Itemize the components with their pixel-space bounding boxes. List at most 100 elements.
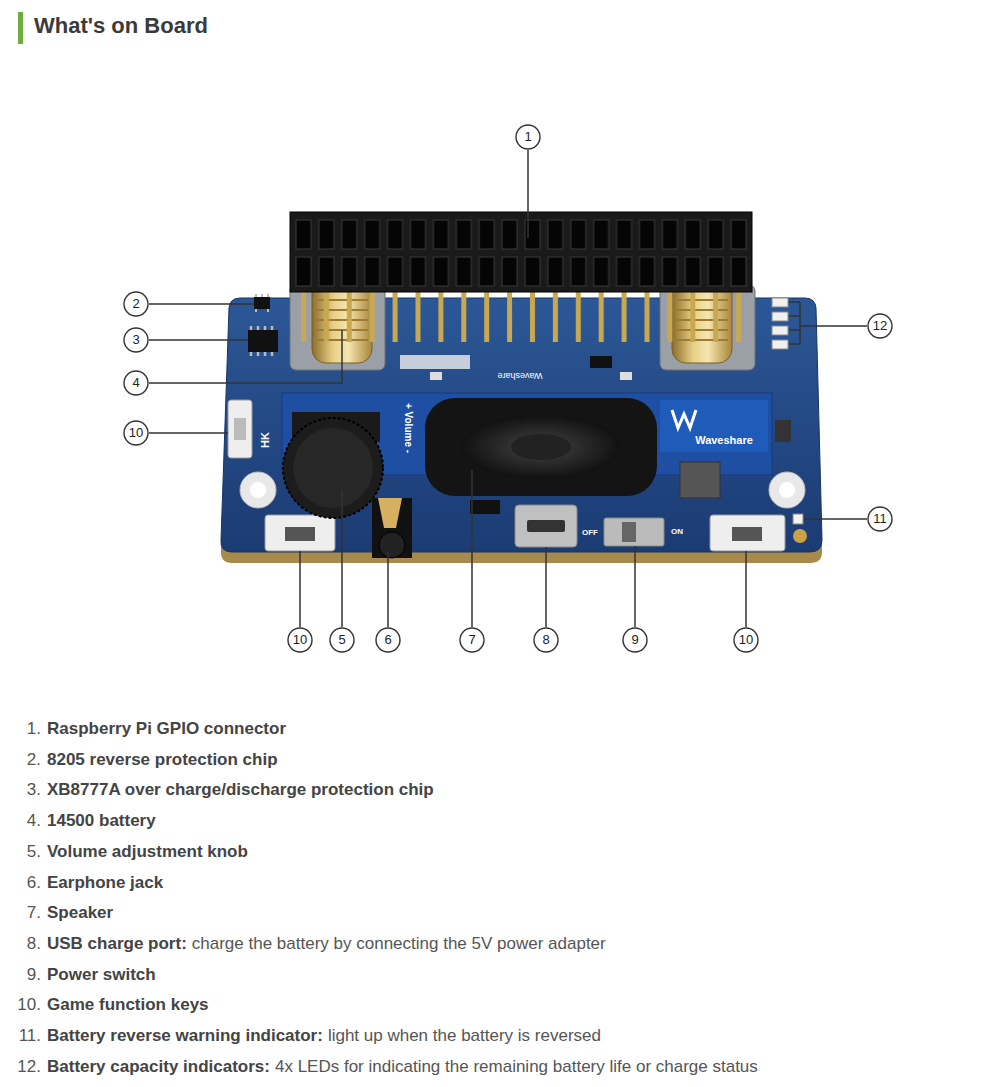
silk-box xyxy=(400,355,470,369)
gold-pad xyxy=(793,529,807,543)
list-item: 3.XB8777A over charge/discharge protecti… xyxy=(0,779,434,801)
leader-line xyxy=(149,303,254,305)
list-number: 9. xyxy=(0,964,41,986)
logo-mark xyxy=(672,410,696,428)
gpio-connector xyxy=(290,212,752,350)
leader-line xyxy=(745,551,747,627)
list-number: 8. xyxy=(0,933,41,955)
part-name: Volume adjustment knob xyxy=(47,841,248,863)
silkscreen-text: OFF xyxy=(582,529,598,537)
key-slot xyxy=(285,527,315,541)
smd-part xyxy=(775,420,791,442)
page-title: What's on Board xyxy=(34,13,208,39)
switch-slider xyxy=(622,522,636,542)
leader-line xyxy=(545,547,547,627)
leader-line xyxy=(341,490,343,627)
led xyxy=(772,312,788,321)
mount-hole-inner xyxy=(779,482,795,498)
leader-line xyxy=(149,432,228,434)
game-keys xyxy=(228,400,805,551)
callout-circle xyxy=(124,292,148,316)
part-name: XB8777A over charge/discharge protection… xyxy=(47,779,434,801)
usb-port xyxy=(515,505,577,547)
callout-circle xyxy=(124,421,148,445)
list-item: 9. Power switch xyxy=(0,964,156,986)
mount-hole xyxy=(769,472,805,508)
knob-face xyxy=(293,428,373,508)
callout-circles xyxy=(124,125,892,652)
leader-line xyxy=(149,330,342,383)
list-item: 12.Battery capacity indicators:4x LEDs f… xyxy=(0,1056,758,1078)
callout-circle xyxy=(734,628,758,652)
protection-chip xyxy=(248,330,278,352)
smd-part xyxy=(620,372,632,380)
list-number: 6. xyxy=(0,872,41,894)
speaker xyxy=(425,398,657,496)
list-number: 5. xyxy=(0,841,41,863)
mount-hole-inner xyxy=(250,482,266,498)
leader-line xyxy=(471,470,473,627)
part-name: Power switch xyxy=(47,964,156,986)
callout-circle xyxy=(288,628,312,652)
callout-circle xyxy=(623,628,647,652)
speaker-module xyxy=(282,393,772,558)
callout-circle xyxy=(124,371,148,395)
list-number: 4. xyxy=(0,810,41,832)
callout-number: 6 xyxy=(376,628,400,652)
callout-circle xyxy=(124,328,148,352)
callout-circle xyxy=(516,125,540,149)
part-description: light up when the battery is reversed xyxy=(328,1025,601,1047)
list-item: 11.Battery reverse warning indicator:lig… xyxy=(0,1025,601,1047)
silkscreen-text: HK xyxy=(260,432,271,448)
key-connector xyxy=(265,515,335,551)
title-bar xyxy=(18,12,23,44)
part-name: Battery reverse warning indicator: xyxy=(47,1025,323,1047)
part-name: Raspberry Pi GPIO connector xyxy=(47,718,286,740)
callout-number: 3 xyxy=(124,328,148,352)
part-name: 14500 battery xyxy=(47,810,156,832)
key-connector xyxy=(710,515,785,551)
leader-line xyxy=(789,302,867,344)
callout-number: 5 xyxy=(330,628,354,652)
part-description: 4x LEDs for indicating the remaining bat… xyxy=(275,1056,758,1078)
gpio-header xyxy=(290,212,752,292)
part-name: Earphone jack xyxy=(47,872,163,894)
mount-hole xyxy=(240,472,276,508)
callout-number: 11 xyxy=(868,507,892,531)
smd-part xyxy=(470,500,500,514)
led xyxy=(772,326,788,335)
smd-part xyxy=(430,372,442,380)
silkscreen-text: ON xyxy=(671,528,683,536)
callout-circle xyxy=(868,314,892,338)
callout-circle xyxy=(376,628,400,652)
leader-line xyxy=(804,518,867,520)
silkscreen-text: Waveshare xyxy=(695,435,753,446)
silkscreen-text: Waveshare xyxy=(497,371,542,380)
list-number: 10. xyxy=(0,994,41,1016)
usb-opening xyxy=(527,520,565,532)
callout-number: 10 xyxy=(734,628,758,652)
callout-circle xyxy=(534,628,558,652)
list-number: 2. xyxy=(0,749,41,771)
callout-number: 9 xyxy=(623,628,647,652)
warning-led xyxy=(793,514,803,524)
list-item: 7.Speaker xyxy=(0,902,113,924)
part-description: charge the battery by connecting the 5V … xyxy=(192,933,606,955)
list-item: 8.USB charge port:charge the battery by … xyxy=(0,933,606,955)
list-item: 4. 14500 battery xyxy=(0,810,156,832)
smd-part xyxy=(590,356,612,368)
led xyxy=(772,298,788,307)
callout-number: 12 xyxy=(868,314,892,338)
callout-circle xyxy=(460,628,484,652)
part-name: 8205 reverse protection chip xyxy=(47,749,278,771)
led xyxy=(772,340,788,349)
list-item: 10.Game function keys xyxy=(0,994,209,1016)
callout-number: 10 xyxy=(288,628,312,652)
callout-number: 4 xyxy=(124,371,148,395)
jack-contact xyxy=(378,498,402,528)
leader-line xyxy=(634,546,636,627)
speaker-cone xyxy=(461,415,621,479)
list-number: 12. xyxy=(0,1056,41,1078)
list-item: 2. 8205 reverse protection chip xyxy=(0,749,278,771)
callout-number: 10 xyxy=(124,421,148,445)
